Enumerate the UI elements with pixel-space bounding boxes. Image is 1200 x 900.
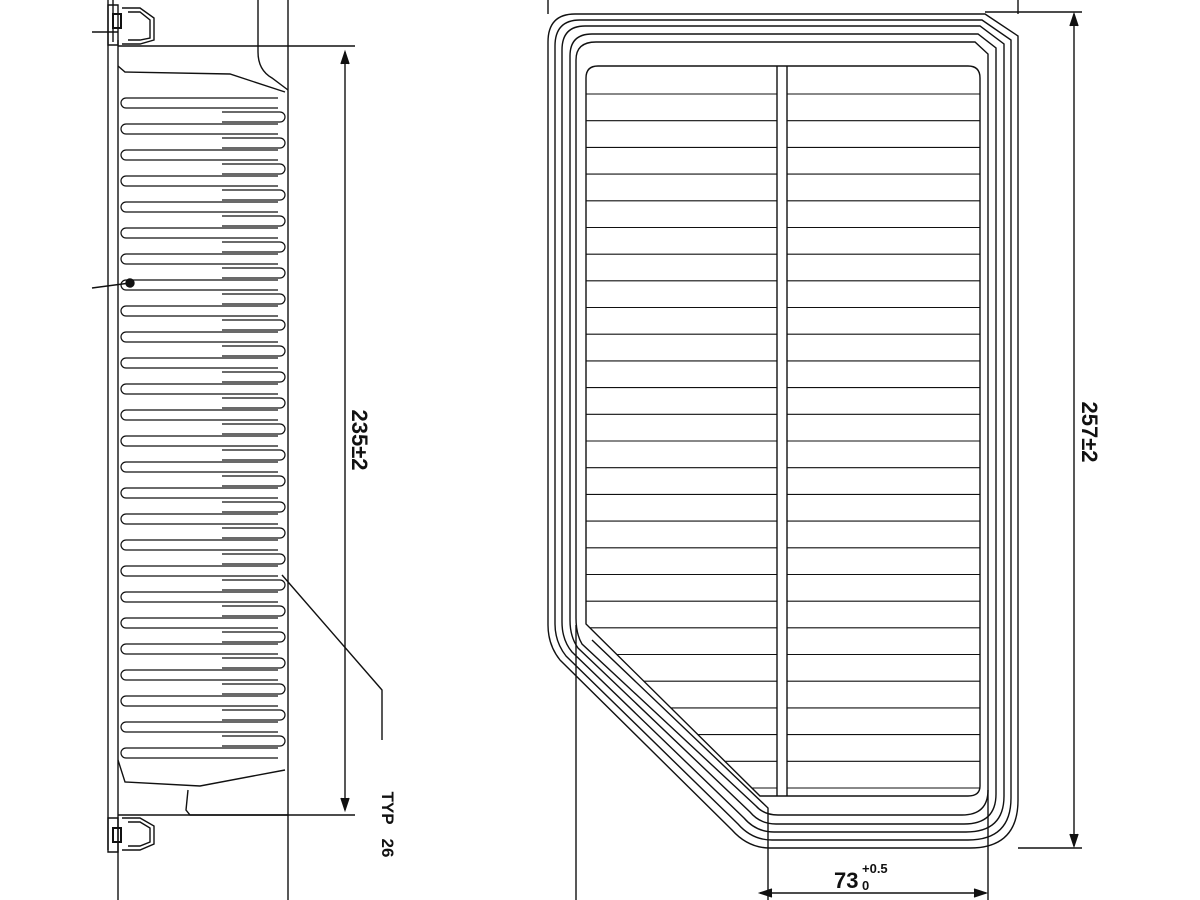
pleat [120, 383, 278, 395]
pleat-stack [120, 97, 286, 759]
pleat-fold [222, 137, 286, 149]
pleat [120, 331, 278, 343]
dimension-73-label: 73 [834, 868, 858, 893]
pleat [120, 227, 278, 239]
pleat-fold [222, 241, 286, 253]
pleat-fold [222, 163, 286, 175]
dimension-235-label: 235±2 [347, 409, 372, 470]
pleat-fold [222, 475, 286, 487]
pleat [120, 565, 278, 577]
pleat [120, 539, 278, 551]
leader-dot [125, 278, 135, 288]
pleat [120, 279, 278, 291]
pleat [120, 253, 278, 265]
dimension-257-label: 257±2 [1077, 401, 1102, 462]
frame-outline-4 [569, 33, 997, 825]
grille-window [585, 65, 981, 797]
side-view: 235±2 TYP 26 [91, 0, 397, 900]
dimension-257 [1069, 11, 1079, 849]
pleat [120, 461, 278, 473]
dimension-73 [757, 888, 989, 898]
pleat [120, 201, 278, 213]
pleat-fold [222, 371, 286, 383]
pleat-fold [222, 735, 286, 747]
pleat-fold [222, 657, 286, 669]
pleat [120, 617, 278, 629]
pleat-callout-leader [281, 574, 383, 740]
pleat [120, 357, 278, 369]
pleat-fold [222, 553, 286, 565]
dimension-235 [340, 49, 350, 813]
leader-line-media [91, 282, 131, 289]
corner-inner-line [591, 639, 769, 900]
frame-outline-2 [554, 19, 1012, 841]
grille-bars [586, 93, 980, 789]
pleat [120, 149, 278, 161]
pleat-fold [222, 631, 286, 643]
pleat [120, 123, 278, 135]
pleat-fold [222, 111, 286, 123]
pleat-fold [222, 579, 286, 591]
top-seal-flange [92, 0, 355, 47]
pleat-fold [222, 267, 286, 279]
front-view: 257±2 73 +0.5 0 [547, 0, 1102, 900]
dimension-73-tol-lower: 0 [862, 878, 869, 893]
pleat-fold [222, 683, 286, 695]
pleat [120, 747, 278, 759]
pleat-fold [222, 345, 286, 357]
bottom-taper [117, 759, 288, 816]
pleat [120, 175, 278, 187]
pleat-fold [222, 449, 286, 461]
pleat-fold [222, 527, 286, 539]
bottom-seal-flange [107, 814, 355, 853]
frame-outline-3 [561, 25, 1005, 833]
pleat-fold [222, 423, 286, 435]
pleat [120, 591, 278, 603]
pleat [120, 435, 278, 447]
pleat [120, 721, 278, 733]
pleat [120, 487, 278, 499]
frame-outline-5 [575, 41, 989, 816]
pleat-callout-count: 26 [378, 839, 397, 858]
pleat [120, 669, 278, 681]
pleat-fold [222, 709, 286, 721]
pleat-fold [222, 397, 286, 409]
pleat [120, 97, 278, 109]
pleat [120, 695, 278, 707]
dimension-73-tol-upper: +0.5 [862, 861, 888, 876]
pleat [120, 643, 278, 655]
pleat-fold [222, 501, 286, 513]
pleat-fold [222, 215, 286, 227]
pleat-fold [222, 605, 286, 617]
pleat [120, 305, 278, 317]
pleat-fold [222, 189, 286, 201]
pleat-callout-typ: TYP [378, 791, 397, 824]
frame-outline-1 [547, 13, 1019, 849]
top-taper [117, 0, 289, 93]
pleat [120, 513, 278, 525]
pleat-fold [222, 319, 286, 331]
pleat [120, 409, 278, 421]
pleat-fold [222, 293, 286, 305]
